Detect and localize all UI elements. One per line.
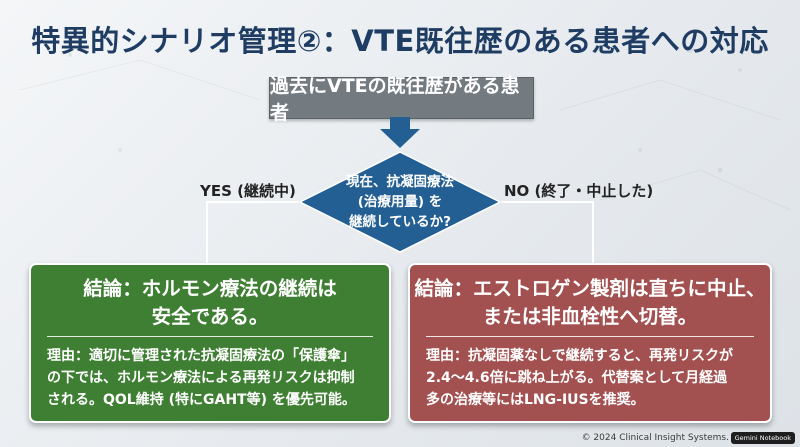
- yes-card-title-line-1: 結論：ホルモン療法の継続は: [83, 277, 337, 300]
- no-card-reason-line-2: 2.4～4.6倍に跳ね上がる。代替案として月経過: [426, 370, 728, 386]
- no-card-title-line-2: または非血栓性へ切替。: [482, 305, 698, 328]
- start-box: 過去にVTEの既往歴がある患者: [269, 75, 534, 124]
- gemini-notebook-badge: Gemini Notebook: [730, 432, 795, 444]
- no-conclusion-card: 結論：エストロゲン製剤は直ちに中止、 または非血栓性へ切替。 理由：抗凝固薬なし…: [408, 263, 772, 423]
- yes-conclusion-card: 結論：ホルモン療法の継続は 安全である。 理由：適切に管理された抗凝固療法の「保…: [29, 263, 391, 423]
- no-card-title: 結論：エストロゲン製剤は直ちに中止、 または非血栓性へ切替。: [410, 275, 770, 331]
- no-card-reason: 理由：抗凝固薬なしで継続すると、再発リスクが 2.4～4.6倍に跳ね上がる。代替…: [426, 345, 756, 411]
- yes-card-title-line-2: 安全である。: [151, 305, 269, 328]
- decision-line-3: 継続しているか?: [349, 214, 451, 230]
- decision-line-1: 現在、抗凝固療法: [346, 174, 454, 190]
- yes-card-reason-line-1: 理由：適切に管理された抗凝固療法の「保護傘」: [47, 348, 355, 364]
- decision-diamond: [298, 151, 502, 253]
- page-title: 特異的シナリオ管理②：VTE既往歴のある患者への対応: [31, 24, 769, 58]
- yes-card-title: 結論：ホルモン療法の継続は 安全である。: [31, 275, 389, 331]
- down-arrow-icon: [380, 117, 420, 148]
- no-branch-label: NO (終了・中止した): [504, 182, 654, 200]
- decision-line-2: (治療用量) を: [357, 194, 443, 210]
- no-card-reason-line-3: 多の治療等にはLNG-IUSを推奨。: [426, 392, 645, 408]
- decision-text: 現在、抗凝固療法 (治療用量) を 継続しているか?: [335, 172, 465, 232]
- yes-card-reason-line-3: される。QOL維持 (特にGAHT等) を優先可能。: [47, 392, 356, 408]
- yes-card-reason-line-2: の下では、ホルモン療法による再発リスクは抑制: [47, 370, 355, 386]
- yes-branch-label: YES (継続中): [200, 182, 296, 200]
- no-card-divider: [426, 336, 754, 337]
- copyright-footer: © 2024 Clinical Insight Systems. A: [581, 433, 738, 443]
- no-card-title-line-1: 結論：エストロゲン製剤は直ちに中止、: [414, 277, 766, 300]
- no-card-reason-line-1: 理由：抗凝固薬なしで継続すると、再発リスクが: [426, 348, 734, 364]
- yes-card-reason: 理由：適切に管理された抗凝固療法の「保護傘」 の下では、ホルモン療法による再発リ…: [47, 345, 375, 411]
- yes-card-divider: [47, 336, 373, 337]
